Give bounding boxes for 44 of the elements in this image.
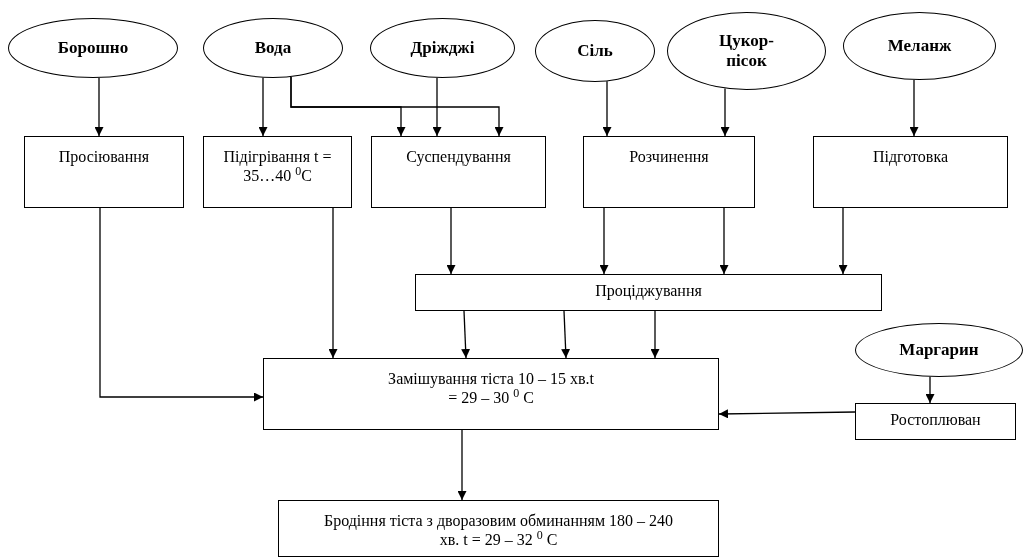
ingredient-label: Цукор-пісок: [718, 31, 775, 71]
process-box: [415, 274, 882, 311]
process-box: [855, 403, 1016, 440]
arrow: [909, 79, 919, 137]
process-label: Проціджування: [595, 281, 702, 301]
arrow: [838, 207, 848, 275]
ingredient-label: Маргарин: [899, 340, 979, 360]
arrow: [602, 80, 612, 137]
process-label: Суспендування: [406, 147, 511, 167]
arrow: [650, 310, 660, 359]
arrow: [719, 207, 729, 275]
process-label: Бродіння тіста з дворазовим обминанням 180 – 240 хв. t = 29 – 32 $^{0}$ C: [322, 511, 674, 550]
arrow: [258, 77, 268, 137]
process-label: Розчинення: [629, 147, 709, 167]
process-label: Замішування тіста 10 – 15 хв.t = 29 – 30 $^{0}$ C: [387, 369, 595, 408]
arrow: [718, 409, 856, 419]
arrow: [720, 87, 730, 137]
arrow: [328, 207, 338, 359]
arrow: [432, 77, 442, 137]
process-box: [263, 358, 719, 430]
process-label: Підготовка: [872, 147, 949, 167]
process-label: Підігрівання t = 35…40 $^{0}$C: [222, 147, 333, 186]
process-box: [203, 136, 352, 208]
arrow: [461, 310, 471, 359]
process-box: [278, 500, 719, 557]
ingredient-label: Меланж: [887, 36, 952, 56]
process-box: [371, 136, 546, 208]
process-label: Ростоплюван: [890, 410, 981, 430]
process-box: [583, 136, 755, 208]
arrow: [99, 207, 264, 402]
process-box: [813, 136, 1008, 208]
arrow: [457, 429, 467, 501]
ingredient-label: Сіль: [577, 41, 613, 61]
arrow: [925, 376, 935, 404]
ingredient-label: Борошно: [57, 38, 129, 58]
process-label: Просіювання: [58, 147, 150, 167]
arrow: [446, 207, 456, 275]
ingredient-label: Дріжджі: [410, 38, 475, 58]
process-box: [24, 136, 184, 208]
arrow: [561, 310, 571, 359]
arrow: [290, 76, 504, 137]
arrow: [599, 207, 609, 275]
arrow: [94, 77, 104, 137]
ingredient-label: Вода: [254, 38, 292, 58]
